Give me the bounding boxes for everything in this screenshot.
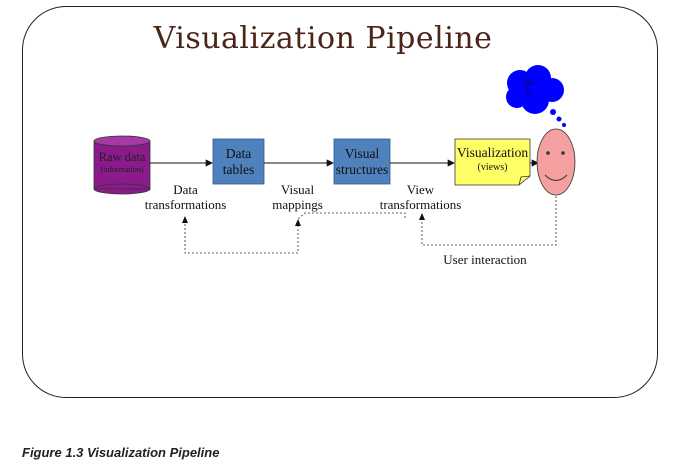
diagram-title: Visualization Pipeline — [153, 21, 493, 56]
raw-data-label: Raw data (information) — [98, 150, 146, 174]
data-tables-box — [212, 138, 265, 185]
diagram-frame: Visualization Pipeline — [22, 6, 658, 398]
visual-mappings-label: Visual mappings — [272, 182, 323, 212]
data-tables-label: Data tables — [222, 146, 255, 177]
user-face — [536, 128, 576, 196]
visualization-label: Visualization (views) — [456, 145, 529, 173]
visualization-note — [454, 138, 531, 186]
visual-structures-box — [333, 138, 391, 185]
data-transformations-label: Data transformations — [144, 182, 227, 212]
user-interaction-loop — [184, 196, 557, 254]
visual-structures-label: Visual structures — [335, 146, 389, 177]
thought-bubble-label: Tas k — [522, 78, 534, 96]
figure-caption: Figure 1.3 Visualization Pipeline — [22, 445, 220, 460]
raw-data-cylinder — [93, 135, 151, 195]
thought-bubble — [506, 65, 566, 127]
user-interaction-label: User interaction — [443, 252, 527, 267]
view-transformations-label: View transformations — [379, 182, 462, 212]
